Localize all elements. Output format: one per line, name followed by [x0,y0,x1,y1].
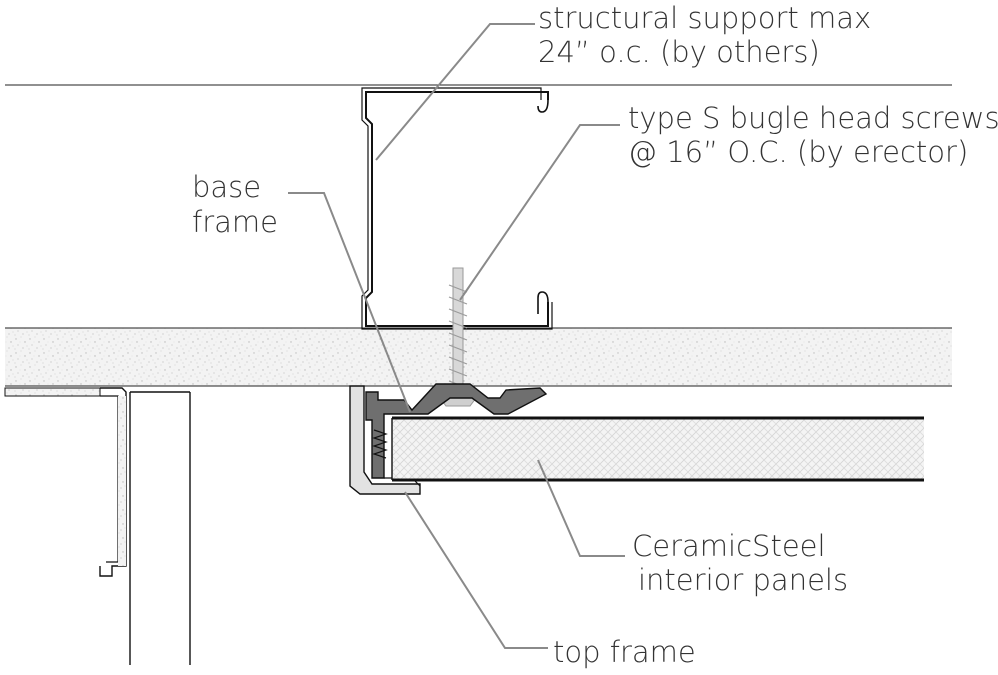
leader-structural-support [375,23,535,161]
label-base-frame-line2: frame [192,205,278,239]
leader-screws [459,124,620,301]
adjacent-wall-panel [4,387,191,665]
label-screws-line2: @ 16” O.C. (by erector) [628,135,968,169]
label-panels-line1: CeramicSteel [632,529,826,563]
ceramicsteel-panel [391,416,924,482]
label-screws-line1: type S bugle head screws [628,101,998,135]
leader-panels [537,459,625,557]
label-base-frame-line1: base [192,170,261,204]
base-frame-profile [365,383,548,479]
label-panels-line2: interior panels [638,563,848,597]
label-structural-support-line2: 24” o.c. (by others) [538,35,820,69]
leader-top-frame [404,491,548,649]
label-top-frame: top frame [553,635,696,669]
gypsum-board [5,328,952,386]
label-structural-support-line1: structural support max [538,1,871,35]
leader-base-frame [288,192,411,413]
